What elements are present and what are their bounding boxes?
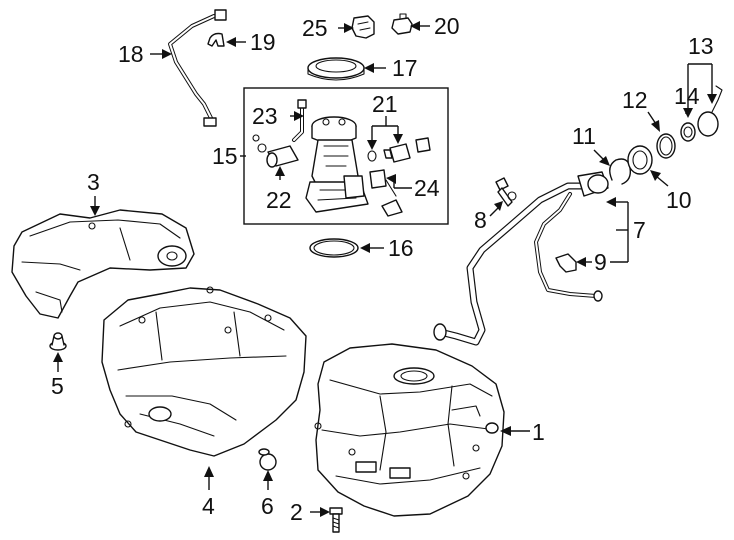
callout-1: 1 [532, 419, 545, 445]
part-6-grommet [258, 448, 277, 471]
callout-5: 5 [51, 373, 64, 399]
callout-11: 11 [572, 123, 596, 149]
part-8-bolt [495, 177, 517, 207]
callout-15: 15 [212, 143, 238, 169]
part-7-filler-pipe [433, 171, 609, 346]
callout-7: 7 [633, 217, 646, 243]
callout-18: 18 [118, 41, 144, 67]
callout-6: 6 [261, 493, 274, 519]
part-21-filter-seal [367, 137, 431, 163]
part-14-gasket [680, 122, 696, 142]
callout-2: 2 [290, 499, 303, 525]
callout-8: 8 [474, 207, 487, 233]
callout-labels: 1 2 3 4 5 6 7 8 9 10 11 12 13 14 15 16 1… [51, 13, 714, 525]
callout-19: 19 [250, 29, 276, 55]
part-1-fuel-tank [314, 343, 505, 517]
callout-12: 12 [622, 87, 648, 113]
part-3-heat-shield [11, 209, 195, 319]
part-4-lower-shield [101, 286, 307, 457]
callout-17: 17 [392, 55, 418, 81]
part-9-clip [555, 253, 577, 273]
part-24-float [369, 169, 403, 217]
callout-4: 4 [202, 493, 215, 519]
part-5-clip [49, 332, 67, 351]
callout-22: 22 [266, 187, 292, 213]
part-20-connector [391, 13, 413, 35]
part-17-lock-ring [307, 57, 365, 81]
part-10-seal [627, 145, 653, 175]
callout-23: 23 [252, 103, 278, 129]
callout-14: 14 [674, 83, 700, 109]
callout-10: 10 [666, 187, 692, 213]
callout-24: 24 [414, 175, 440, 201]
part-13-fuel-cap [697, 85, 723, 137]
callout-13: 13 [688, 33, 714, 59]
callout-21: 21 [372, 91, 398, 117]
leader-lines [53, 21, 717, 517]
part-12-retaining-ring [656, 133, 676, 159]
part-19-clip [207, 32, 225, 47]
part-16-o-ring [309, 238, 359, 258]
part-18-wire-harness [168, 9, 227, 127]
part-15-fuel-pump-module [305, 116, 369, 213]
callout-20: 20 [434, 13, 460, 39]
callout-16: 16 [388, 235, 414, 261]
callout-3: 3 [87, 169, 100, 195]
part-11-snap-ring [609, 158, 632, 185]
part-23-sensor [292, 99, 307, 142]
part-22-pump [252, 134, 299, 168]
part-25-connector [351, 15, 375, 39]
callout-25: 25 [302, 15, 328, 41]
part-2-bolt [329, 507, 343, 533]
callout-9: 9 [594, 249, 607, 275]
